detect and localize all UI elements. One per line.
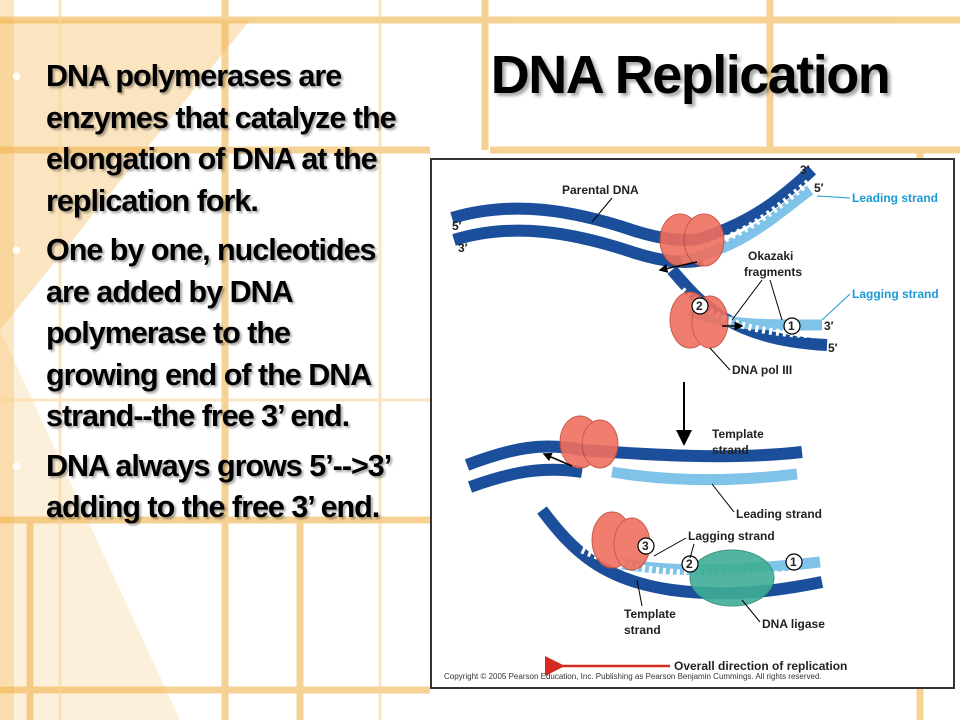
fragments-label: fragments xyxy=(744,265,802,279)
bullet-item: • DNA polymerases are enzymes that cataly… xyxy=(12,56,404,222)
bullet-text: DNA polymerases are enzymes that catalyz… xyxy=(46,59,397,218)
middle-base-pairs xyxy=(466,454,583,480)
five-prime-label: 5′ xyxy=(828,341,838,355)
lagging-strand-label: Lagging strand xyxy=(852,287,939,301)
okazaki-pointer-left xyxy=(731,279,763,321)
lagging-strand-bottom-label: Lagging strand xyxy=(688,529,775,543)
bullet-item: • DNA always grows 5’-->3’ adding to the … xyxy=(12,446,404,529)
bottom-template-strand xyxy=(537,506,824,600)
lagging-pointer-left xyxy=(653,537,687,557)
template-strand-lower-label-2: strand xyxy=(624,623,661,637)
step-1-icon xyxy=(785,553,803,571)
copyright-notice: Copyright © 2005 Pearson Education, Inc.… xyxy=(444,672,822,681)
step-1-number: 1 xyxy=(790,555,797,569)
bullet-list: • DNA polymerases are enzymes that cataly… xyxy=(12,56,404,537)
dna-polymerase-leading xyxy=(659,213,725,267)
dna-ligase-pointer xyxy=(741,599,761,623)
dna-pol-iii-pointer xyxy=(709,347,731,371)
base-pairs-top xyxy=(452,215,704,255)
replication-diagram: 2 1 5′ 3′ 3′ 5′ 3′ 5′ Parental DNA Leadi… xyxy=(450,163,939,676)
dna-pol-iii-label: DNA pol III xyxy=(732,363,792,377)
bullet-dot-icon: • xyxy=(12,61,21,91)
leading-strand-bottom-pointer xyxy=(711,483,735,513)
dna-polymerase-middle xyxy=(559,415,619,469)
middle-base-pairs-2 xyxy=(601,458,801,473)
middle-leading-strand xyxy=(611,466,798,486)
step-1-icon xyxy=(783,317,801,335)
leading-strand-label: Leading strand xyxy=(852,191,938,205)
parental-dna-label: Parental DNA xyxy=(562,183,639,197)
three-prime-label: 3′ xyxy=(824,319,834,333)
okazaki-pointer-right xyxy=(769,279,783,321)
bottom-base-pairs xyxy=(580,546,822,579)
three-prime-label: 3′ xyxy=(800,163,810,177)
dna-ligase-label: DNA ligase xyxy=(762,617,825,631)
leading-direction-arrow xyxy=(658,261,698,273)
lagging-pointer-right xyxy=(689,543,695,559)
template-strand-label-2: strand xyxy=(712,443,749,457)
middle-direction-arrow xyxy=(542,452,573,467)
step-3-number: 3 xyxy=(642,539,649,553)
bullet-item: • One by one, nucleotides are added by DN… xyxy=(12,230,404,438)
leading-strand-bottom-label: Leading strand xyxy=(736,507,822,521)
five-prime-label: 5′ xyxy=(814,181,824,195)
parental-dna-pointer xyxy=(591,197,613,223)
dna-polymerase-bottom xyxy=(591,511,651,571)
step-2-icon xyxy=(681,555,699,573)
lagging-strand-pointer xyxy=(821,293,851,321)
five-prime-label: 5′ xyxy=(452,219,462,233)
step-2-icon xyxy=(691,297,709,315)
three-prime-label: 3′ xyxy=(458,241,468,255)
slide-title: DNA Replication xyxy=(490,45,891,105)
bullet-text: DNA always grows 5’-->3’ adding to the f… xyxy=(46,448,391,525)
bullet-dot-icon: • xyxy=(12,235,21,265)
step-3-icon xyxy=(637,537,655,555)
step-2-number: 2 xyxy=(696,299,703,313)
okazaki-label: Okazaki xyxy=(748,249,793,263)
dna-ligase-shape xyxy=(689,549,775,607)
bullet-dot-icon: • xyxy=(12,450,21,481)
step-1-number: 1 xyxy=(788,319,795,333)
leading-strand-pointer xyxy=(816,195,851,199)
bullet-text: One by one, nucleotides are added by DNA… xyxy=(46,233,377,433)
step-2-number: 2 xyxy=(686,557,693,571)
dna-replication-figure: 2 1 5′ 3′ 3′ 5′ 3′ 5′ Parental DNA Leadi… xyxy=(430,158,955,689)
overall-direction-label: Overall direction of replication xyxy=(674,659,847,673)
template-lower-pointer xyxy=(636,579,643,607)
template-strand-lower-label: Template xyxy=(624,607,676,621)
middle-parental-bottom xyxy=(467,463,583,493)
template-strand-label: Template xyxy=(712,427,764,441)
